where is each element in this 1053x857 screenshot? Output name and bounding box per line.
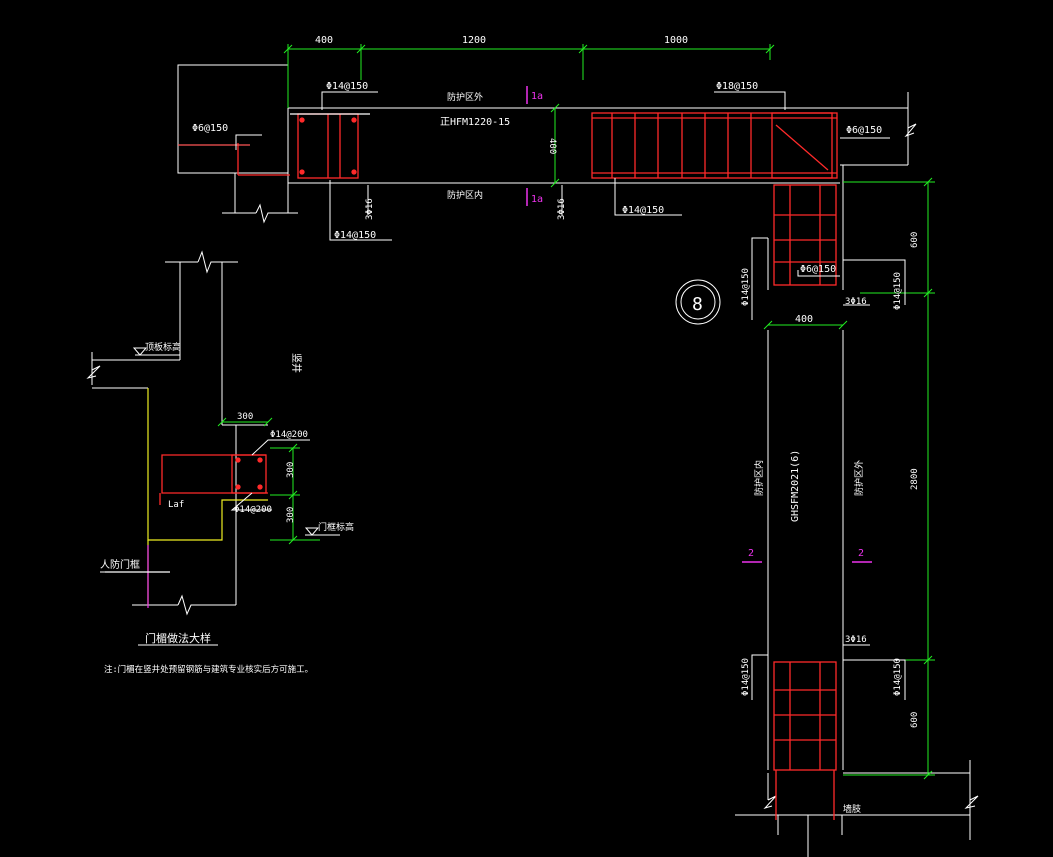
corner-bars-d: 3Φ16 [845, 635, 867, 645]
detail-dimensions [217, 417, 320, 545]
door-label-top-prefix: 正 [440, 117, 450, 128]
shaft-label: 竖井 [290, 353, 303, 373]
rebar-label-vert-right-lower: Φ14@150 [893, 658, 903, 696]
right-dim-600-lower: 600 [910, 712, 920, 728]
rebar-label-left-stirrup: Φ6@150 [192, 123, 228, 134]
rebar-label-top-right: Φ18@150 [716, 81, 758, 92]
section-texts: 1a 1a 2 2 [531, 91, 864, 559]
top-dim-1000: 1000 [664, 35, 688, 46]
door-frame-label: 人防门框 [100, 558, 140, 571]
corner-bars-a: 3Φ16 [365, 198, 375, 220]
leader-lines [235, 91, 906, 700]
anchor-label: Laf [168, 500, 184, 510]
detail-rebar-bottom: Φ14@200 [234, 505, 272, 515]
rebar-right-upper [773, 184, 837, 286]
top-dim-400: 400 [315, 35, 333, 46]
section-1a-bottom: 1a [531, 194, 543, 205]
rebar-label-mid-right-stirrup: Φ6@150 [800, 264, 836, 275]
rebar-label-top-left: Φ14@150 [326, 81, 368, 92]
detail-dim-300-top: 300 [237, 412, 253, 422]
rebar-label-bottom-mid: Φ14@150 [622, 205, 664, 216]
detail-dim-300-a: 300 [286, 462, 296, 478]
detail-title: 门楣做法大样 [145, 631, 211, 645]
zone-label-outside-right: 防护区外 [853, 460, 865, 496]
rebar-top-left [178, 113, 370, 179]
rebar-label-vert-left-upper: Φ14@150 [741, 268, 751, 306]
left-column-block [177, 64, 289, 174]
zone-label-inside-right: 防护区内 [753, 460, 765, 496]
rebar-label-vert-left-lower: Φ14@150 [741, 658, 751, 696]
section-marks [526, 86, 872, 563]
door-elevation-label: 门框标高 [318, 521, 354, 533]
top-dimensions [283, 44, 775, 108]
top-wall [177, 64, 917, 224]
section-2-right: 2 [858, 548, 864, 559]
detail-callout [675, 279, 721, 325]
wall-thickness-right: 400 [795, 314, 813, 325]
wall-thickness-top: 400 [547, 138, 557, 154]
right-dim-600-upper: 600 [910, 232, 920, 248]
detail-texts: 竖井 顶板标高 门框标高 300 300 300 Φ14@200 Φ14@200… [100, 341, 354, 675]
plan-texts: 400 1200 1000 Φ14@150 Φ18@150 Φ6@150 Φ6@… [192, 35, 920, 815]
top-dim-1200: 1200 [462, 35, 486, 46]
rebar-label-bottom-left: Φ14@150 [334, 230, 376, 241]
right-wall [735, 165, 979, 857]
zone-label-inside-top: 防护区内 [447, 189, 483, 201]
detail-number: 8 [692, 294, 703, 315]
corner-bars-c: 3Φ16 [845, 297, 867, 307]
top-elevation-label: 顶板标高 [145, 341, 181, 353]
door-label-top: 正HFM1220-15 [440, 117, 510, 128]
lintel-rebar [159, 454, 268, 505]
door-label-top-code: HFM1220-15 [450, 117, 510, 128]
right-dim-2800: 2800 [910, 468, 920, 490]
detail-rebar-top: Φ14@200 [270, 430, 308, 440]
rebar-top-right [591, 112, 838, 179]
wall-base-label: 墙肢 [843, 803, 861, 815]
detail-leaders [100, 347, 340, 646]
section-1a-top: 1a [531, 91, 543, 102]
rebar-right-lower [773, 661, 837, 820]
corner-bars-b: 3Φ16 [557, 198, 567, 220]
detail-note: 注:门楣在竖井处预留钢筋与建筑专业核实后方可施工。 [104, 664, 313, 675]
rebar-label-right-stirrup: Φ6@150 [846, 125, 882, 136]
zone-label-outside-top: 防护区外 [447, 91, 483, 103]
section-2-left: 2 [748, 548, 754, 559]
door-label-right: GHSFM2021(6) [790, 450, 801, 522]
detail-dim-300-b: 300 [286, 507, 296, 523]
rebar-label-vert-right-upper: Φ14@150 [893, 272, 903, 310]
